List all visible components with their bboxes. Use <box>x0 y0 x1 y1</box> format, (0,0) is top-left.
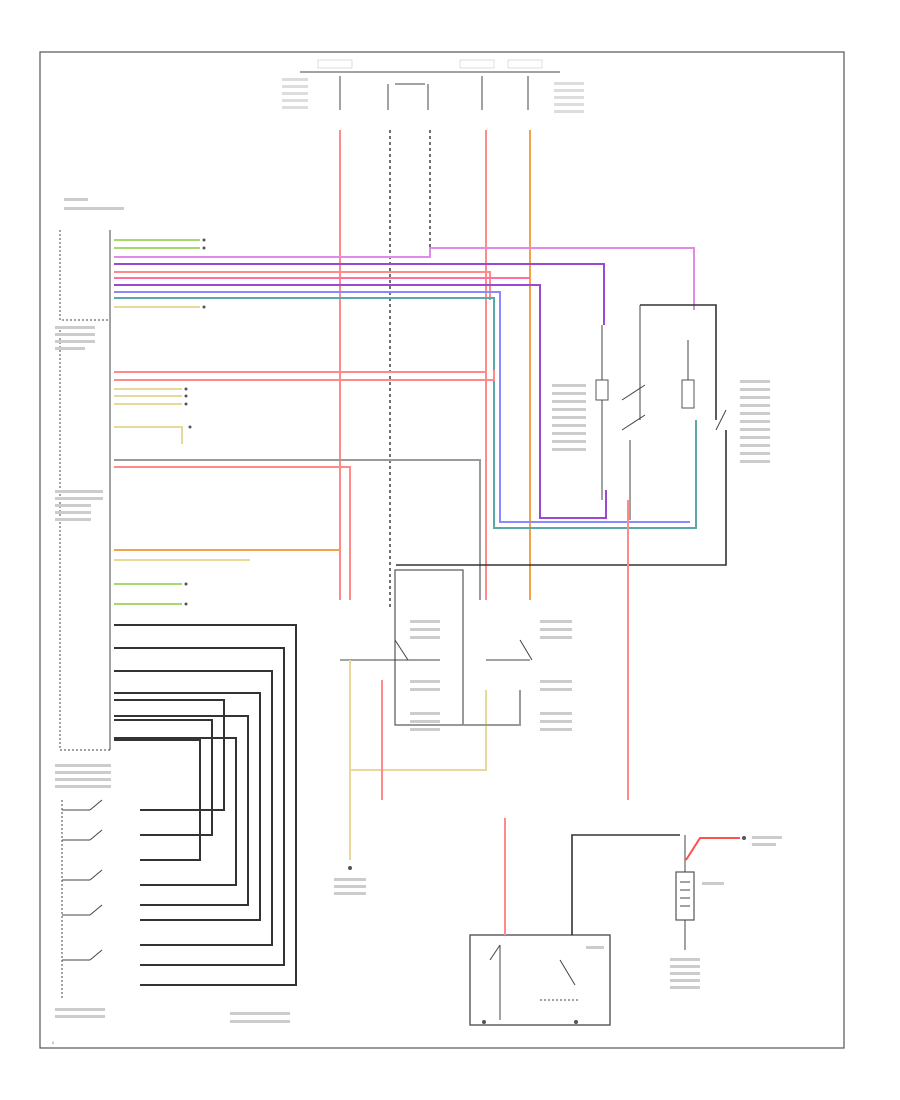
fuse-label-blocks <box>282 78 584 113</box>
black-nested-harness <box>114 624 297 986</box>
wire-red-h <box>114 271 491 300</box>
wire-red-battery <box>685 837 740 861</box>
wire-purple-1 <box>114 263 605 325</box>
relay-center-left <box>340 569 464 731</box>
wire-black-starter <box>571 834 680 935</box>
bottom-legend <box>230 1012 290 1023</box>
wire-teal-h <box>114 297 697 529</box>
wire-gray-mid <box>114 459 481 600</box>
starter-box <box>469 934 611 1026</box>
relay-right-b <box>621 304 770 520</box>
wire-magenta-top <box>114 247 695 310</box>
wire-gray-low <box>463 690 521 726</box>
wire-red-mid-h3 <box>114 466 351 600</box>
connector-dots-low <box>184 582 188 606</box>
battery-output-label <box>742 836 782 846</box>
multi-switch-left <box>61 799 103 1000</box>
left-module-outline <box>59 230 111 751</box>
module-label-blocks <box>55 326 111 1018</box>
diagram-border <box>39 51 845 1049</box>
relay-center-right <box>486 620 572 731</box>
wire-red-mid-h2 <box>114 370 495 381</box>
black-nested-harness-inner <box>114 699 225 861</box>
connector-dots-top <box>202 238 206 309</box>
relay-right-a <box>552 325 609 500</box>
wire-blue-h <box>114 291 690 523</box>
connector-dots-mid <box>184 387 192 429</box>
bottom-ground-label <box>334 866 366 895</box>
footer-note: 1 <box>52 1041 54 1045</box>
wire-yellow-bottom-h <box>350 690 487 771</box>
fuse-symbols <box>339 76 529 110</box>
battery <box>670 835 724 989</box>
wire-yellow-mid-4 <box>114 426 183 444</box>
wire-gray-right <box>396 430 727 566</box>
top-fuse-header-left <box>300 59 560 85</box>
left-legend <box>64 198 124 210</box>
wire-purple-2 <box>114 284 607 519</box>
